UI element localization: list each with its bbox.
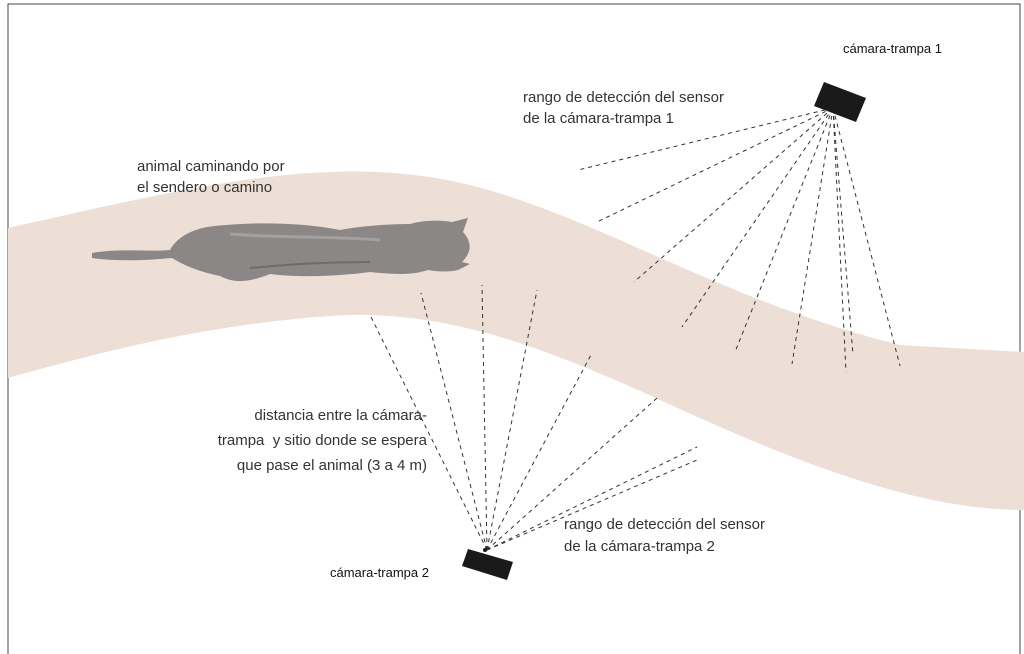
detection-ray [486,352,593,551]
range-1-line: rango de detección del sensor [523,89,724,106]
range-1-line: de la cámara-trampa 1 [523,110,674,127]
detection-ray [791,107,834,365]
detection-ray [832,107,854,356]
range-2-line: de la cámara-trampa 2 [564,538,715,555]
animal-label-line: animal caminando por [137,158,285,175]
detection-ray [577,107,834,171]
camera-1-label: cámara-trampa 1 [843,41,942,56]
detection-ray [369,314,488,551]
camera-trap-icon [814,82,866,122]
detection-range-camera-1 [577,107,901,373]
puma-animal-icon [92,218,470,282]
detection-ray [633,107,834,283]
distance-label-line: distancia entre la cámara- [254,407,427,424]
camera-2-label: cámara-trampa 2 [330,565,429,580]
detection-ray [596,107,834,223]
detection-ray [486,446,698,551]
trail-path [8,171,1024,510]
detection-ray [420,292,488,551]
detection-ray [734,107,834,353]
range-2-line: rango de detección del sensor [564,516,765,533]
detection-range-camera-2 [369,284,698,551]
animal-label-line: el sendero o camino [137,179,273,196]
detection-ray [681,107,834,328]
distance-label-line: trampa y sitio donde se espera [217,432,427,449]
detection-ray [486,459,698,551]
distance-label-line: que pase el animal (3 a 4 m) [236,457,427,474]
detection-ray [486,397,658,551]
camera-trap-icon [462,548,513,580]
